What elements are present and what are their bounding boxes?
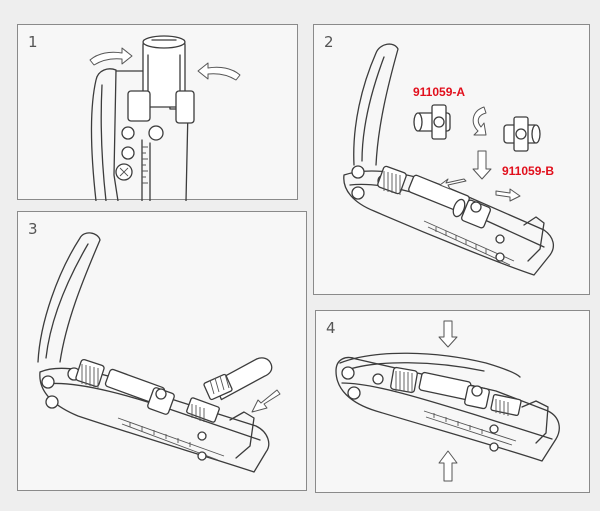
insert-arrow-icon (252, 390, 280, 412)
press-down-arrow-icon (439, 321, 457, 347)
press-up-arrow-icon (439, 451, 457, 481)
upper-handle (354, 44, 398, 165)
part-a-label: 911059-A (413, 85, 466, 99)
step-number: 4 (326, 319, 336, 337)
step-3-illustration (18, 212, 308, 492)
step-1-illustration (18, 25, 299, 201)
adapter-b-part (504, 117, 540, 151)
screw-icon (122, 147, 134, 159)
adapter-a-part (414, 105, 450, 139)
step-3-panel: 3 (17, 211, 307, 491)
upper-handle (340, 353, 520, 377)
screw-icon (42, 376, 54, 388)
f-connector-part (203, 357, 273, 400)
screw-icon (149, 126, 163, 140)
step-4-panel: 4 (315, 310, 590, 493)
step-number: 1 (28, 33, 38, 51)
upper-handle (38, 233, 100, 362)
rotate-right-arrow-icon (198, 63, 240, 80)
part-b-label: 911059-B (502, 164, 555, 178)
step-1-panel: 1 (17, 24, 298, 200)
screw-icon (352, 187, 364, 199)
step-number: 3 (28, 220, 38, 238)
rotate-left-arrow-icon (90, 48, 132, 65)
screw-icon (122, 127, 134, 139)
tool-body (336, 358, 559, 462)
swap-arrow-icon (473, 107, 486, 135)
down-arrow-icon (473, 151, 491, 179)
step-4-illustration (316, 311, 591, 494)
step-number: 2 (324, 33, 334, 51)
right-arrow-icon (496, 189, 520, 201)
handle-outline (91, 69, 118, 201)
screw-icon (348, 387, 360, 399)
step-2-panel: 2 (313, 24, 590, 295)
screw-icon (373, 374, 383, 384)
step-2-illustration (314, 25, 591, 296)
screw-icon (342, 367, 354, 379)
left-arrow-icon (440, 179, 466, 189)
screw-icon (46, 396, 58, 408)
screw-icon (352, 166, 364, 178)
